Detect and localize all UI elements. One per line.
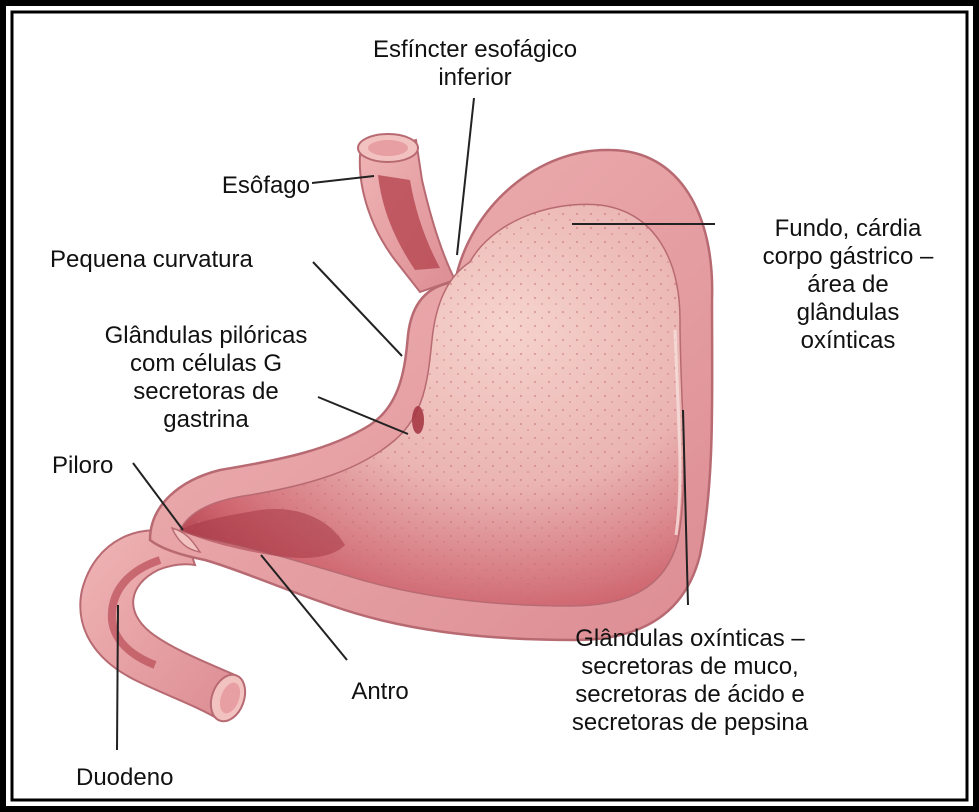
label-antro: Antro (340, 678, 420, 706)
label-pequena-curvatura: Pequena curvatura (50, 246, 253, 274)
label-esofago: Esôfago (180, 172, 310, 200)
label-oxyntic-glands: Glândulas oxínticas – secretoras de muco… (540, 625, 840, 737)
label-les: Esfíncter esofágico inferior (330, 36, 620, 92)
esophagus (358, 134, 455, 292)
label-pyloric-glands: Glândulas pilóricas com células G secret… (82, 322, 330, 434)
leader-les (457, 98, 474, 255)
label-duodeno: Duodeno (76, 764, 173, 792)
leader-duodeno (117, 605, 118, 750)
label-fundo-cardia: Fundo, cárdia corpo gástrico – área de g… (738, 215, 958, 355)
label-piloro: Piloro (52, 452, 113, 480)
